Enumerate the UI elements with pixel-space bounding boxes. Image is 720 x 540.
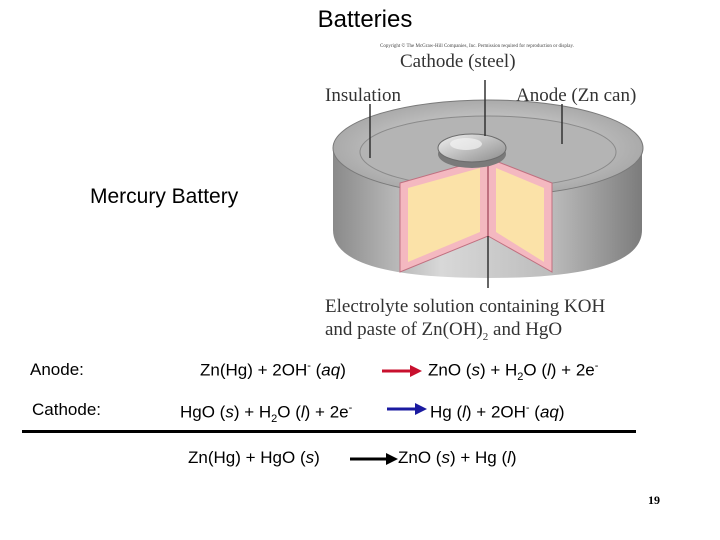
page-title: Batteries	[317, 6, 413, 33]
mercury-battery-diagram	[332, 80, 644, 288]
overall-reactants: Zn(Hg) + HgO (s)	[188, 448, 320, 467]
label-electrolyte-line2: and paste of Zn(OH)2 and HgO	[325, 319, 563, 343]
anode-products: ZnO (s) + H2O (l) + 2e-	[428, 360, 599, 384]
equation-divider	[22, 430, 636, 433]
cathode-arrow	[387, 403, 427, 415]
label-insulation: Insulation	[325, 85, 401, 106]
slide-subtitle: Mercury Battery	[90, 185, 239, 208]
cathode-products: Hg (l) + 2OH- (aq)	[430, 402, 565, 422]
label-electrolyte-line1: Electrolyte solution containing KOH	[325, 296, 606, 317]
copyright-note: Copyright © The McGraw-Hill Companies, I…	[380, 44, 574, 49]
anode-label: Anode:	[30, 360, 84, 379]
cathode-label: Cathode:	[32, 400, 101, 419]
cathode-reactants: HgO (s) + H2O (l) + 2e-	[180, 402, 353, 426]
page-number: 19	[648, 493, 660, 507]
anode-arrow	[382, 365, 422, 377]
anode-reactants: Zn(Hg) + 2OH- (aq)	[200, 360, 346, 380]
overall-arrow	[350, 453, 398, 465]
overall-products: ZnO (s) + Hg (l)	[398, 448, 517, 467]
label-anode: Anode (Zn can)	[516, 85, 637, 106]
label-cathode: Cathode (steel)	[400, 51, 516, 72]
